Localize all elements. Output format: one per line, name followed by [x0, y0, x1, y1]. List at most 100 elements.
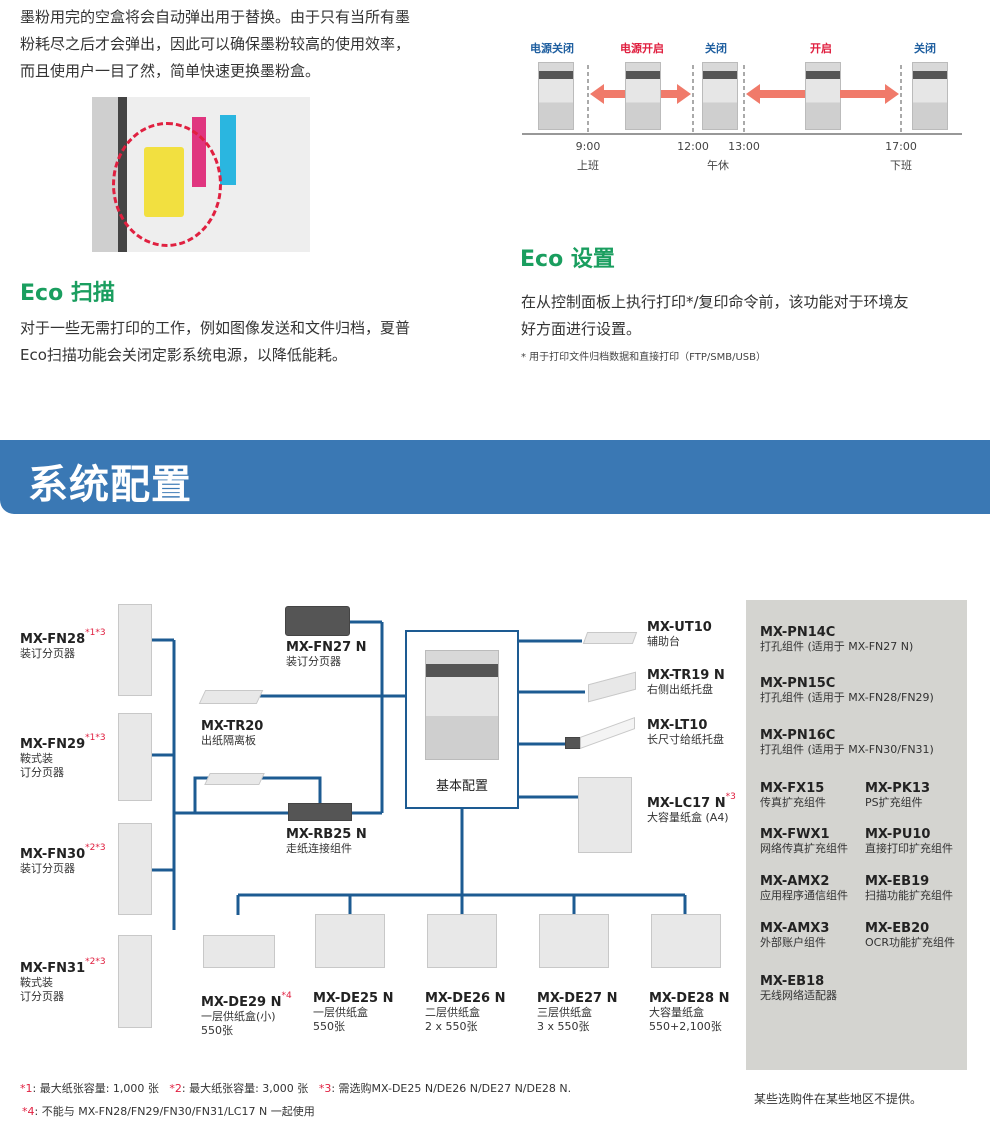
text-line: 粉耗尽之后才会弹出，因此可以确保墨粉较高的使用效率， — [20, 35, 411, 53]
eco-scan-text: 对于一些无需打印的工作，例如图像发送和文件归档，夏普 Eco扫描功能会关闭定影系… — [20, 315, 410, 369]
footnote-text: : 不能与 MX-FN28/FN29/FN30/FN31/LC17 N 一起使用 — [34, 1105, 315, 1118]
model-desc: 打孔组件 (适用于 MX-FN28/FN29) — [760, 691, 934, 704]
model-name: MX-FN28 — [20, 632, 86, 647]
ut10-image — [582, 632, 638, 644]
footnote-mark: *4 — [281, 991, 292, 1001]
model-name: MX-TR19 N — [647, 668, 725, 683]
text-line: 对于一些无需打印的工作，例如图像发送和文件归档，夏普 — [20, 319, 411, 337]
footnote-mark: *2*3 — [85, 843, 106, 853]
model-name: MX-LC17 N — [647, 796, 726, 811]
footnotes-row-2: *4: 不能与 MX-FN28/FN29/FN30/FN31/LC17 N 一起… — [22, 1103, 315, 1119]
period-label: 上班 — [577, 159, 599, 172]
printer-image — [538, 62, 574, 130]
model-name: MX-FN30 — [20, 847, 86, 862]
model-name: MX-DE29 N — [201, 995, 282, 1010]
model-desc: 外部账户组件 — [760, 936, 826, 949]
model-desc: 无线网络适配器 — [760, 989, 837, 1002]
footnote-mark: *1 — [20, 1082, 33, 1095]
finisher-image — [118, 935, 152, 1028]
model-name: MX-FN31 — [20, 961, 86, 976]
tray-image — [427, 914, 497, 968]
footnotes-row-1: *1: 最大纸张容量: 1,000 张 *2: 最大纸张容量: 3,000 张 … — [20, 1080, 571, 1096]
model-name: MX-FN27 N — [286, 640, 367, 655]
text-line: 在从控制面板上执行打印*/复印命令前，该功能对于环境友 — [521, 293, 909, 311]
time-label: 13:00 — [728, 140, 760, 153]
model-name: MX-AMX2 — [760, 874, 830, 889]
model-desc: 鞍式装 — [20, 976, 53, 989]
tr20-image — [198, 690, 264, 704]
capacity: 550张 — [313, 1020, 345, 1033]
period-label: 下班 — [890, 159, 912, 172]
model-desc: 大容量纸盒 — [649, 1006, 704, 1019]
model-name: MX-EB20 — [865, 921, 930, 936]
model-desc: 辅助台 — [647, 635, 680, 648]
model-desc: 大容量纸盒 (A4) — [647, 811, 729, 824]
base-config-box: 基本配置 — [405, 630, 519, 809]
footnote-mark: *1*3 — [85, 628, 106, 638]
model-desc: 一层供纸盒(小) — [201, 1010, 276, 1023]
text-line: Eco扫描功能会关闭定影系统电源，以降低能耗。 — [20, 346, 347, 364]
state-label: 电源关闭 — [530, 42, 574, 55]
section-banner: 系统配置 — [0, 440, 990, 514]
tray-image — [651, 914, 721, 968]
text-line: 墨粉用完的空盒将会自动弹出用于替换。由于只有当所有墨 — [20, 8, 411, 26]
eco-scan-title: Eco 扫描 — [20, 281, 115, 306]
finisher-image — [118, 604, 152, 696]
mfp-image — [425, 650, 499, 760]
model-name: MX-AMX3 — [760, 921, 830, 936]
model-desc: PS扩充组件 — [865, 796, 923, 809]
model-name: MX-FWX1 — [760, 827, 830, 842]
model-name: MX-EB19 — [865, 874, 930, 889]
footnote-text: : 最大纸张容量: 3,000 张 — [181, 1082, 309, 1095]
capacity: 3 x 550张 — [537, 1020, 590, 1033]
model-desc: 订分页器 — [20, 990, 64, 1003]
model-desc: 扫描功能扩充组件 — [865, 889, 953, 902]
model-desc: 直接打印扩充组件 — [865, 842, 953, 855]
model-name: MX-PN15C — [760, 676, 836, 691]
options-panel — [746, 600, 967, 1070]
model-name: MX-FN29 — [20, 737, 86, 752]
tray-image — [315, 914, 385, 968]
model-desc: 一层供纸盒 — [313, 1006, 368, 1019]
model-desc: 装订分页器 — [20, 647, 75, 660]
timeline-axis — [522, 65, 962, 135]
eco-setting-title: Eco 设置 — [520, 247, 615, 272]
toner-photo — [92, 97, 310, 252]
text-line: 而且使用户一目了然，简单快速更换墨粉盒。 — [20, 62, 321, 80]
model-name: MX-EB18 — [760, 974, 825, 989]
period-label: 午休 — [707, 159, 729, 172]
model-name: MX-LT10 — [647, 718, 708, 733]
toner-text: 墨粉用完的空盒将会自动弹出用于替换。由于只有当所有墨 粉耗尽之后才会弹出，因此可… — [20, 4, 410, 85]
capacity: 2 x 550张 — [425, 1020, 478, 1033]
connector-lines — [152, 620, 687, 930]
model-desc: 网络传真扩充组件 — [760, 842, 848, 855]
model-name: MX-PN14C — [760, 625, 836, 640]
tray-image — [203, 935, 275, 968]
model-desc: 传真扩充组件 — [760, 796, 826, 809]
model-name: MX-DE27 N — [537, 991, 618, 1006]
model-desc: 出纸隔离板 — [201, 734, 256, 747]
capacity: 550+2,100张 — [649, 1020, 722, 1033]
model-desc: 走纸连接组件 — [286, 842, 352, 855]
model-desc: 二层供纸盒 — [425, 1006, 480, 1019]
footnote-text: : 需选购MX-DE25 N/DE26 N/DE27 N/DE28 N. — [331, 1082, 572, 1095]
